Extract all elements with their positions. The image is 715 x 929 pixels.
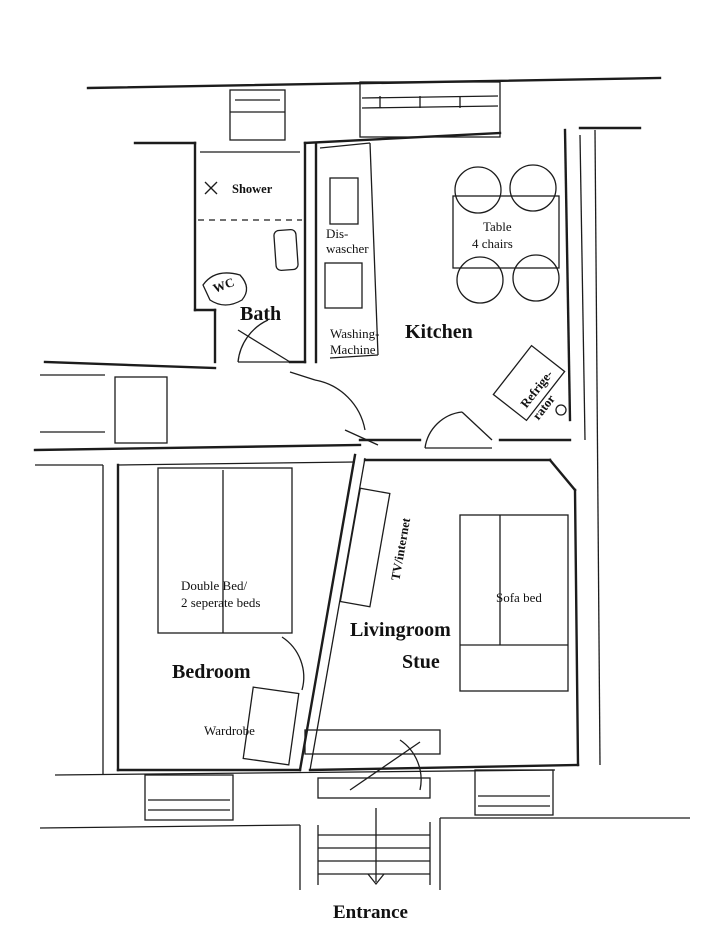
entrance-stairs (299, 777, 441, 890)
washing-machine (324, 262, 363, 309)
wardrobe-label: Wardrobe (204, 723, 255, 738)
dishwasher-label-1: Dis- (326, 226, 348, 241)
top-exterior-wall (86, 76, 662, 145)
bottom-window-right (474, 769, 554, 816)
washing-machine-label-1: Washing- (330, 326, 380, 341)
hallway-cabinet (114, 376, 168, 444)
shower-label: Shower (232, 182, 273, 196)
dishwasher-label-2: wascher (326, 241, 369, 256)
bottom-window-left (144, 774, 234, 821)
table-label-2: 4 chairs (472, 236, 513, 251)
sink (273, 228, 299, 272)
wc-fixture (202, 272, 248, 306)
entrance-door (304, 729, 441, 791)
refrigerator (492, 344, 567, 422)
bedroom-walls (35, 461, 356, 775)
sofa-bed-label: Sofa bed (496, 590, 542, 605)
kitchen-walls (314, 128, 586, 442)
dining-table (452, 164, 560, 304)
bath-label: Bath (240, 303, 281, 325)
shower-drain-icon (204, 181, 218, 195)
bath-walls (193, 141, 307, 364)
entrance-label: Entrance (333, 902, 408, 923)
tv-label: TV/internet (388, 516, 413, 581)
tv-unit (339, 487, 391, 608)
bedroom-label: Bedroom (172, 661, 251, 683)
top-window-right (359, 81, 501, 138)
double-bed (157, 467, 293, 634)
top-window-left (229, 89, 286, 141)
wardrobe (242, 686, 300, 766)
bedroom-door-swing (281, 636, 305, 691)
bath-door-swing (237, 319, 269, 363)
kitchen-label: Kitchen (405, 321, 473, 343)
hallway-walls (33, 360, 362, 452)
bottom-exterior-wall (39, 769, 690, 829)
wc-label: WC (211, 275, 236, 296)
dishwasher (329, 177, 359, 225)
bed-label-1: Double Bed/ (181, 578, 247, 593)
bed-label-2: 2 seperate beds (181, 595, 260, 610)
hallway-door (289, 371, 379, 446)
sofa-bed (459, 514, 569, 692)
table-label-1: Table (483, 219, 512, 234)
stue-label: Stue (402, 651, 440, 673)
kitchen-counter (319, 142, 379, 359)
kitchen-door (424, 411, 493, 449)
partition-wall (298, 453, 366, 772)
entrance-arrow-icon (367, 808, 385, 886)
washing-machine-label-2: Machine (330, 342, 376, 357)
living-walls (308, 129, 601, 772)
livingroom-label: Livingroom (350, 619, 451, 641)
